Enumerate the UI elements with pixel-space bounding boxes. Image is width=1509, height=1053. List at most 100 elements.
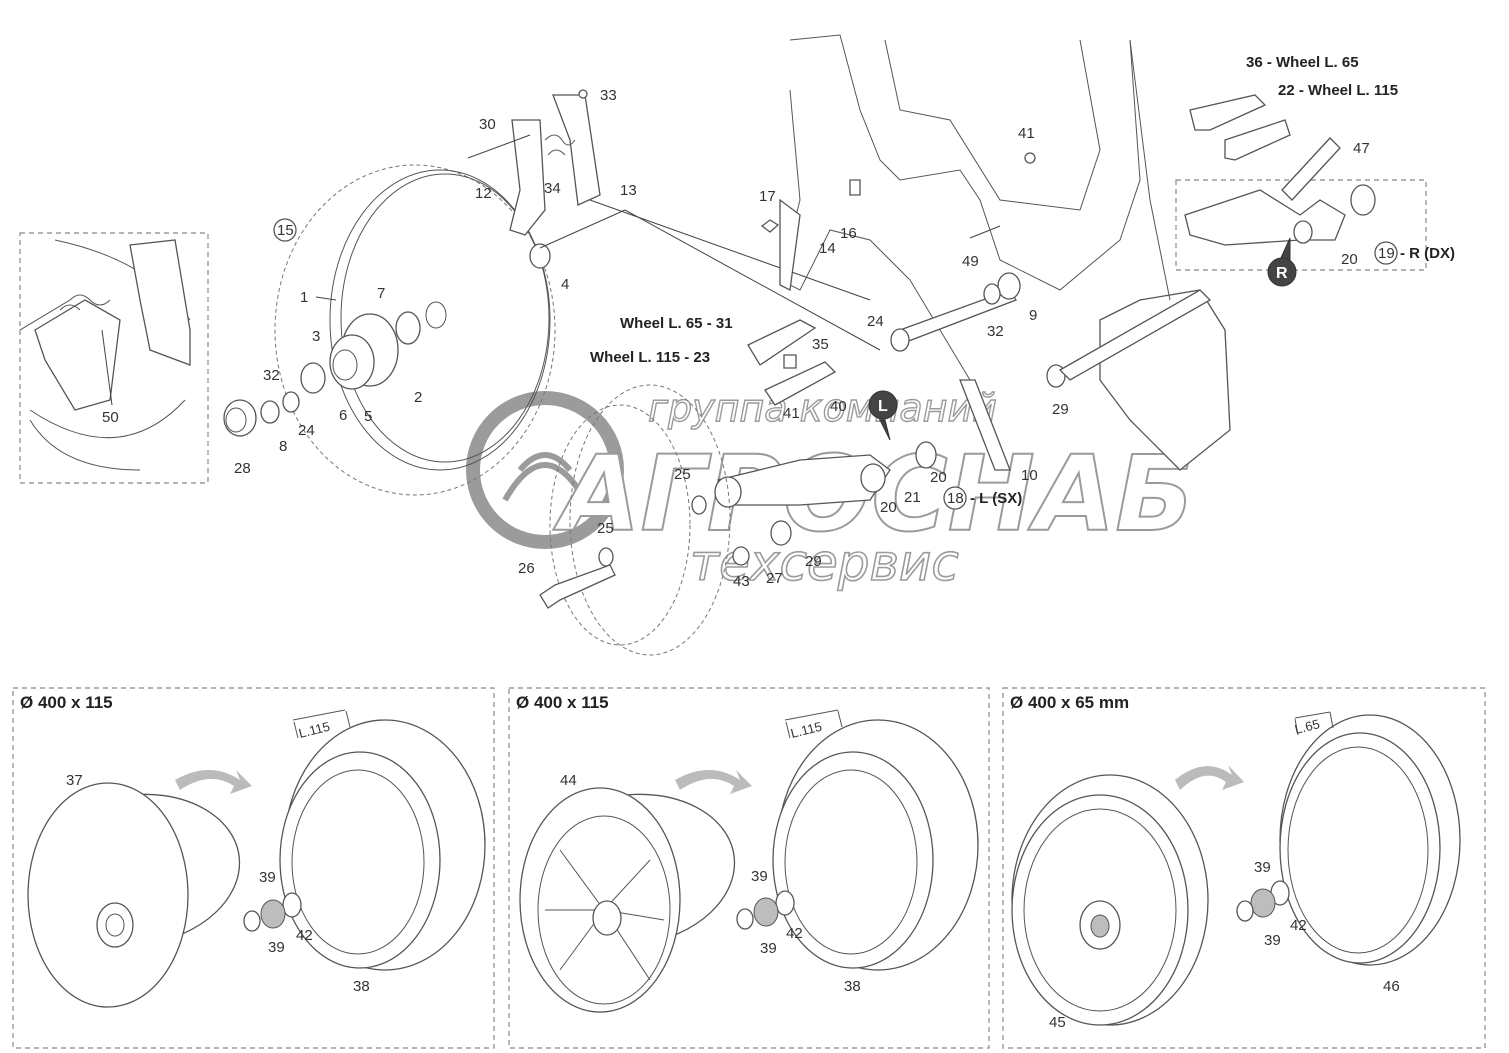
label-34: 34 bbox=[544, 180, 561, 197]
nut-43 bbox=[732, 546, 750, 566]
bracket-12 bbox=[509, 119, 546, 236]
label-7: 7 bbox=[377, 285, 385, 302]
panel-1-num-42: 42 bbox=[296, 927, 313, 944]
panel-1-num-38: 38 bbox=[353, 978, 370, 995]
label-27: 27 bbox=[766, 570, 783, 587]
panel-2-title: Ø 400 x 115 bbox=[516, 693, 609, 712]
panel-3-bore bbox=[1090, 914, 1110, 938]
marker-l-pointer bbox=[879, 419, 891, 441]
panel-3-tyre-mid bbox=[1279, 732, 1441, 964]
watermark-line1: группа компаний bbox=[648, 386, 997, 430]
washer-24 bbox=[282, 391, 300, 413]
panel-2-num-39-bottom: 39 bbox=[760, 940, 777, 957]
panel-1-arrow-icon bbox=[175, 770, 252, 794]
nut-41 bbox=[1024, 152, 1036, 164]
label-13: 13 bbox=[620, 182, 637, 199]
label-24b: 24 bbox=[867, 313, 884, 330]
disc-assembly: 15 1 3 7 2 5 6 28 8 24 32 bbox=[223, 164, 556, 496]
leader-1 bbox=[315, 296, 337, 301]
panel-3-dim: L.65 bbox=[1293, 716, 1321, 737]
panel-2-rim bbox=[772, 751, 934, 969]
axis-line-b bbox=[624, 209, 881, 351]
callout-circle-15 bbox=[273, 218, 297, 242]
panel-3-tyre-ring bbox=[1287, 746, 1429, 954]
panel-1-num-39-top: 39 bbox=[259, 869, 276, 886]
inset-arm bbox=[34, 299, 121, 411]
label-2: 2 bbox=[414, 389, 422, 406]
label-26: 26 bbox=[518, 560, 535, 577]
label-9: 9 bbox=[1029, 307, 1037, 324]
disc-outline-15 bbox=[274, 164, 556, 496]
scraper-bracket: 30 33 12 34 13 4 bbox=[467, 87, 881, 351]
label-lsx: - L (SX) bbox=[970, 490, 1022, 507]
inset-bracket bbox=[129, 239, 191, 366]
bushing-20b bbox=[1293, 220, 1313, 244]
panel-3-tyre-inner bbox=[1023, 808, 1177, 1012]
washer-24b bbox=[890, 328, 910, 352]
panel-1-rim bbox=[279, 751, 441, 969]
marker-r-letter: R bbox=[1276, 265, 1288, 282]
panel-1: Ø 400 x 115 37 L.115 39 39 42 38 bbox=[12, 687, 495, 1049]
label-50: 50 bbox=[102, 409, 119, 426]
panel-3-bearing bbox=[1250, 888, 1276, 918]
washer-32 bbox=[983, 283, 1001, 305]
panel-1-frame bbox=[12, 687, 495, 1049]
axis-line-a bbox=[539, 209, 626, 249]
bushing-20c bbox=[860, 463, 886, 493]
panel-3-washer-bottom bbox=[1236, 900, 1254, 922]
panel-2-num-42: 42 bbox=[786, 925, 803, 942]
panel-3-arrow-icon bbox=[1175, 765, 1244, 790]
label-41b: 41 bbox=[783, 405, 800, 422]
washer-29b bbox=[770, 520, 792, 546]
inset-50: 50 bbox=[19, 232, 209, 484]
panel-2-dim-line bbox=[784, 709, 843, 739]
panel-3-frame bbox=[1002, 687, 1486, 1049]
cap-28-inner bbox=[225, 407, 247, 433]
label-12: 12 bbox=[475, 185, 492, 202]
label-15: 15 bbox=[277, 222, 294, 239]
label-47: 47 bbox=[1353, 140, 1370, 157]
label-31: Wheel L. 65 - 31 bbox=[620, 315, 733, 332]
callout-circle-19 bbox=[1374, 241, 1398, 265]
spring-34 bbox=[544, 134, 576, 156]
label-23: Wheel L. 115 - 23 bbox=[590, 349, 710, 366]
panel-2-rim-inner bbox=[784, 769, 918, 955]
panel-2-frame bbox=[508, 687, 990, 1049]
panel-3-num-45: 45 bbox=[1049, 1014, 1066, 1031]
panel-1-tyre-face bbox=[27, 782, 189, 1008]
marker-r bbox=[1267, 257, 1297, 287]
panel-1-num-39-bottom: 39 bbox=[268, 939, 285, 956]
label-25b: 25 bbox=[597, 520, 614, 537]
label-25a: 25 bbox=[674, 466, 691, 483]
left-arm-assembly: Wheel L. 65 - 31 Wheel L. 115 - 23 35 41… bbox=[518, 315, 1022, 656]
bolt-49 bbox=[969, 225, 1001, 239]
label-28: 28 bbox=[234, 460, 251, 477]
frame-outline-b bbox=[779, 89, 971, 381]
bolt-30 bbox=[467, 134, 531, 159]
right-arm-assembly: 36 - Wheel L. 65 22 - Wheel L. 115 47 20… bbox=[1175, 54, 1455, 287]
bushing-20d bbox=[915, 441, 937, 469]
panel-2-hub bbox=[592, 900, 622, 936]
label-29a: 29 bbox=[1052, 401, 1069, 418]
panel-1-num-37: 37 bbox=[66, 772, 83, 789]
seal-7b bbox=[425, 301, 447, 329]
label-8: 8 bbox=[279, 438, 287, 455]
bolt-16 bbox=[849, 179, 861, 196]
leader-50 bbox=[101, 329, 113, 406]
inset-spring bbox=[59, 294, 111, 311]
axle-parts: 9 32 24 10 29 bbox=[867, 272, 1212, 484]
label-32b: 32 bbox=[987, 323, 1004, 340]
panel-1-dim-line bbox=[292, 709, 351, 739]
panel-2-spokes bbox=[545, 849, 665, 981]
bushing-20a bbox=[1350, 184, 1376, 216]
ring-6 bbox=[300, 362, 326, 394]
label-32a: 32 bbox=[263, 367, 280, 384]
panel-3-title: Ø 400 x 65 mm bbox=[1010, 693, 1129, 712]
label-35: 35 bbox=[812, 336, 829, 353]
watermark-logo-ring bbox=[466, 391, 624, 549]
panel-2-num-38: 38 bbox=[844, 978, 861, 995]
right-arm-frame bbox=[1175, 179, 1427, 271]
frame-outline-c bbox=[884, 39, 1101, 211]
swing-arm-19 bbox=[1184, 189, 1346, 246]
wheel-arm-36 bbox=[1189, 94, 1267, 131]
